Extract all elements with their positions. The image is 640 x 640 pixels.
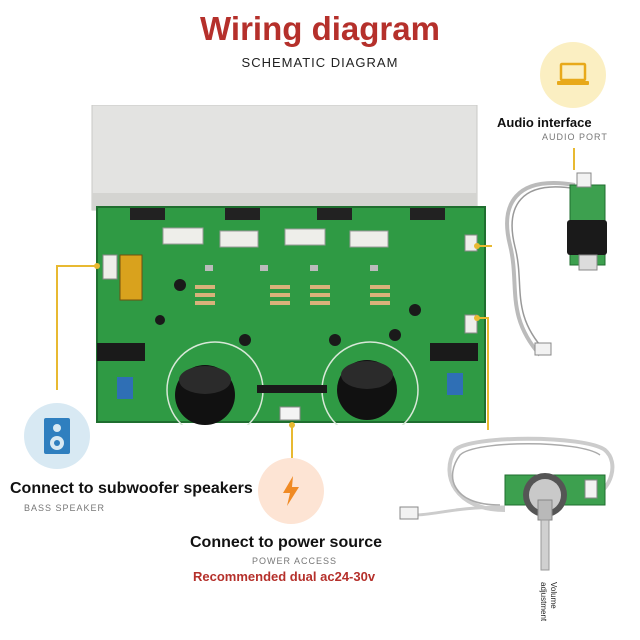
laptop-icon [557, 62, 589, 85]
volume-label-line1: Volume [549, 582, 558, 609]
audio-cable [505, 172, 607, 357]
amplifier-board [91, 105, 486, 425]
page-subtitle: SCHEMATIC DIAGRAM [241, 55, 399, 70]
audio-interface-title: Audio interface [497, 115, 592, 130]
speaker-icon [44, 418, 70, 454]
lightning-icon [283, 476, 299, 506]
power-icon-circle [258, 458, 324, 524]
volume-board [399, 436, 615, 571]
audio-interface-subtitle: AUDIO PORT [542, 132, 608, 142]
power-title: Connect to power source [190, 534, 383, 551]
page-title: Wiring diagram [200, 10, 440, 47]
volume-label-line2: adjustment [539, 582, 548, 622]
subwoofer-icon-circle [24, 403, 90, 469]
subwoofer-subtitle: BASS SPEAKER [24, 503, 106, 513]
power-note: Recommended dual ac24-30v [193, 569, 376, 584]
audio-interface-icon-circle [540, 42, 606, 108]
subwoofer-title: Connect to subwoofer speakers [10, 480, 253, 497]
power-subtitle: POWER ACCESS [252, 556, 338, 566]
